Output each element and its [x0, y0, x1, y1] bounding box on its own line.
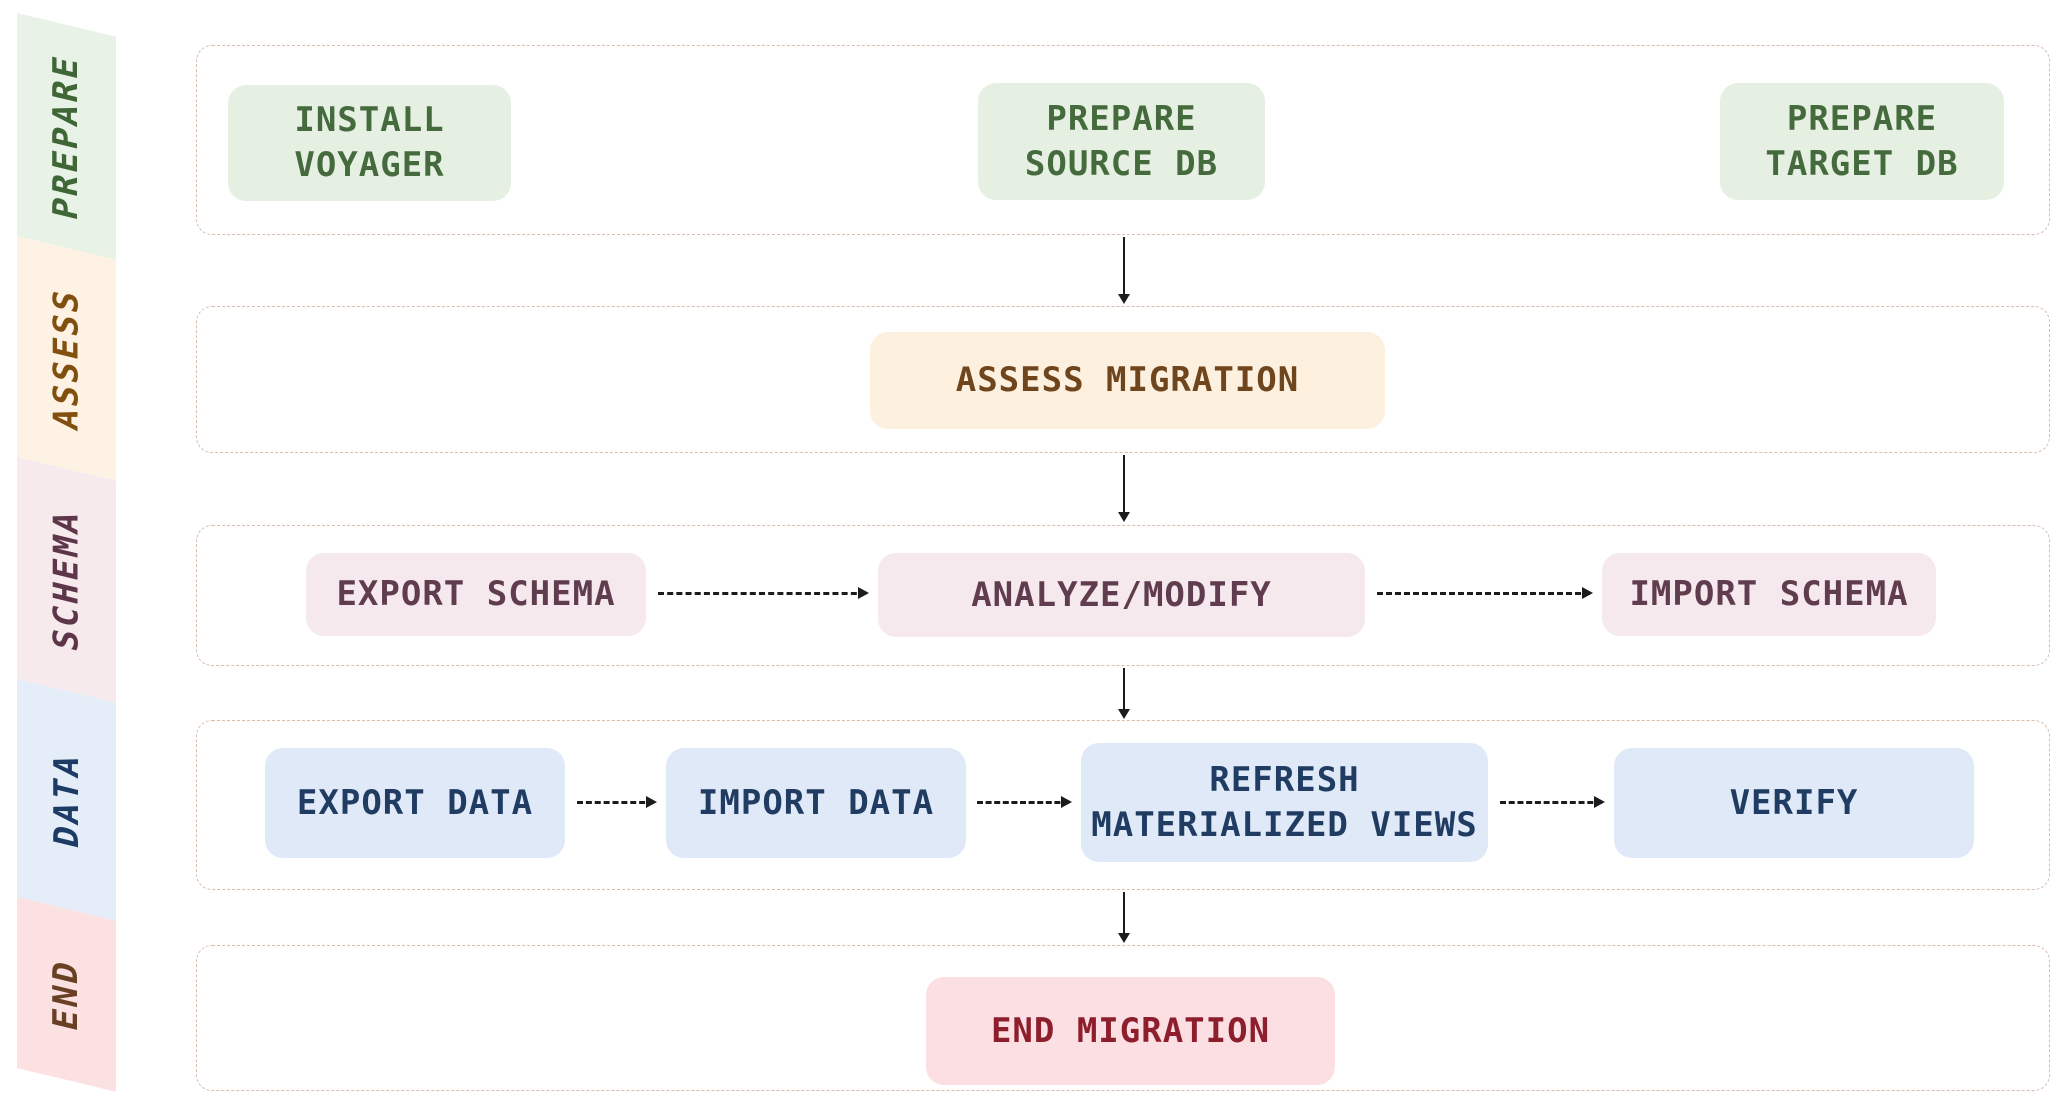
arrow-assess-to-schema: [1118, 455, 1130, 522]
ribbon-label-data: DATA: [46, 748, 87, 852]
node-analyze-modify[interactable]: ANALYZE/MODIFY: [878, 553, 1365, 637]
node-prepare-target-db[interactable]: PREPARE TARGET DB: [1720, 83, 2004, 200]
arrow-refresh-to-verify: [1500, 796, 1605, 808]
node-end-migration[interactable]: END MIGRATION: [926, 977, 1335, 1085]
ribbon-segment-data: DATA: [17, 679, 116, 921]
lane-prepare: [196, 45, 2050, 235]
arrow-export-data-to-import-data: [577, 796, 657, 808]
ribbon-label-schema: SCHEMA: [46, 504, 87, 656]
ribbon-label-end: END: [46, 954, 87, 1035]
ribbon-segment-assess: ASSESS: [17, 236, 116, 481]
ribbon-segment-end: END: [17, 897, 116, 1092]
lane-end: [196, 945, 2050, 1091]
arrow-prepare-to-assess: [1118, 237, 1130, 304]
lane-schema: [196, 525, 2050, 666]
arrow-export-schema-to-analyze-modify: [658, 587, 869, 599]
node-prepare-source-db[interactable]: PREPARE SOURCE DB: [978, 83, 1265, 200]
ribbon-segment-schema: SCHEMA: [17, 457, 116, 703]
node-import-data[interactable]: IMPORT DATA: [666, 748, 966, 858]
ribbon-label-prepare: PREPARE: [46, 49, 87, 224]
phase-ribbon: PREPARE ASSESS SCHEMA DATA END: [17, 13, 116, 1092]
node-export-schema[interactable]: EXPORT SCHEMA: [306, 553, 646, 636]
node-install-voyager[interactable]: INSTALL VOYAGER: [228, 85, 511, 201]
arrow-import-data-to-refresh: [977, 796, 1072, 808]
node-verify[interactable]: VERIFY: [1614, 748, 1974, 858]
node-assess-migration[interactable]: ASSESS MIGRATION: [870, 332, 1385, 429]
arrow-analyze-modify-to-import-schema: [1377, 587, 1593, 599]
node-refresh-materialized-views[interactable]: REFRESH MATERIALIZED VIEWS: [1081, 743, 1488, 862]
arrow-data-to-end: [1118, 892, 1130, 943]
arrow-schema-to-data: [1118, 668, 1130, 719]
lane-assess: [196, 306, 2050, 453]
node-import-schema[interactable]: IMPORT SCHEMA: [1602, 553, 1936, 636]
ribbon-segment-prepare: PREPARE: [17, 13, 116, 260]
ribbon-label-assess: ASSESS: [46, 283, 87, 434]
lane-data: [196, 720, 2050, 890]
node-export-data[interactable]: EXPORT DATA: [265, 748, 565, 858]
